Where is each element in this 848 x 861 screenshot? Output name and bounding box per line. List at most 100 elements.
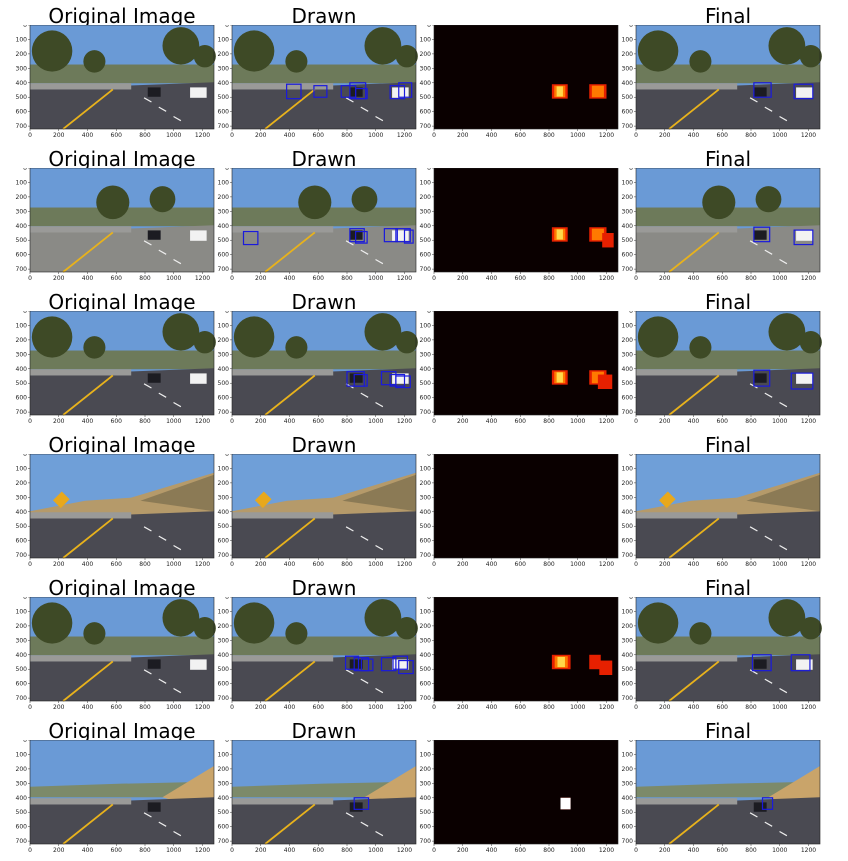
distant-hills bbox=[636, 636, 820, 656]
y-tick-label: 700 bbox=[622, 266, 634, 273]
panel-title: Drawn bbox=[291, 4, 357, 28]
x-tick-label: 1000 bbox=[368, 704, 383, 711]
panel-frame bbox=[433, 740, 619, 845]
plot-area bbox=[232, 168, 416, 273]
x-tick-label: 400 bbox=[82, 275, 94, 282]
x-tick-label: 200 bbox=[53, 847, 65, 854]
tree bbox=[755, 186, 782, 213]
tree bbox=[702, 185, 736, 220]
x-tick-label: 200 bbox=[255, 561, 267, 568]
x-tick-label: 1000 bbox=[368, 418, 383, 425]
x-tick-label: 400 bbox=[284, 132, 296, 139]
x-tick-label: 1200 bbox=[599, 847, 614, 854]
heat-peak bbox=[556, 86, 563, 97]
plot-area bbox=[30, 454, 214, 559]
tree bbox=[364, 27, 402, 65]
road-surface bbox=[636, 225, 820, 272]
y-tick-label: 100 bbox=[622, 322, 634, 329]
y-tick-label: 500 bbox=[16, 380, 28, 387]
x-tick-label: 200 bbox=[457, 704, 469, 711]
barrier bbox=[636, 226, 738, 233]
x-tick-label: 200 bbox=[457, 275, 469, 282]
y-tick-label: 400 bbox=[16, 652, 28, 659]
y-tick-label: 500 bbox=[16, 666, 28, 673]
car-dark bbox=[753, 87, 767, 97]
panel-frame bbox=[29, 168, 215, 273]
y-tick-label: 0 bbox=[629, 168, 633, 172]
y-tick-label: 300 bbox=[218, 351, 230, 358]
x-tick-label: 400 bbox=[284, 847, 296, 854]
detection-box bbox=[355, 230, 368, 244]
lane-line-yellow bbox=[62, 803, 114, 845]
barrier bbox=[232, 798, 334, 805]
y-tick-label: 200 bbox=[218, 194, 230, 201]
tree bbox=[193, 330, 216, 354]
road-surface bbox=[30, 368, 214, 415]
y-tick-label: 100 bbox=[218, 465, 230, 472]
y-tick-label: 200 bbox=[420, 480, 432, 487]
warning-sign bbox=[52, 491, 70, 509]
y-tick-label: 200 bbox=[16, 51, 28, 58]
x-tick-label: 600 bbox=[313, 704, 325, 711]
x-tick-label: 600 bbox=[313, 561, 325, 568]
x-tick-label: 600 bbox=[717, 418, 729, 425]
lane-dash-white bbox=[173, 830, 182, 837]
x-tick-label: 0 bbox=[634, 561, 638, 568]
detection-box bbox=[389, 85, 406, 100]
lane-dash-white bbox=[143, 383, 152, 389]
y-tick-label: 400 bbox=[218, 80, 230, 87]
lane-line-yellow bbox=[62, 374, 114, 416]
x-tick-label: 800 bbox=[745, 132, 757, 139]
lane-line-yellow bbox=[62, 517, 114, 559]
panel-frame bbox=[433, 311, 619, 416]
y-tick-label: 700 bbox=[622, 695, 634, 702]
x-tick-label: 0 bbox=[634, 704, 638, 711]
tree bbox=[298, 185, 332, 220]
lane-dash-white bbox=[173, 401, 182, 408]
detection-box bbox=[395, 228, 411, 243]
y-tick-label: 300 bbox=[16, 208, 28, 215]
y-tick-label: 600 bbox=[420, 109, 432, 116]
tree bbox=[233, 30, 275, 72]
distant-hills bbox=[232, 350, 416, 370]
x-tick-label: 0 bbox=[432, 704, 436, 711]
road-surface bbox=[232, 225, 416, 272]
y-tick-label: 400 bbox=[218, 366, 230, 373]
panel-frame bbox=[433, 25, 619, 130]
final-box bbox=[753, 369, 771, 387]
lane-dash-white bbox=[345, 97, 354, 103]
panel-title: Drawn bbox=[291, 719, 357, 743]
x-tick-label: 600 bbox=[111, 704, 123, 711]
y-tick-label: 600 bbox=[16, 252, 28, 259]
lane-dash-white bbox=[749, 669, 758, 675]
x-tick-label: 200 bbox=[457, 561, 469, 568]
lane-dash-white bbox=[749, 526, 758, 532]
detection-box bbox=[242, 230, 259, 246]
y-tick-label: 500 bbox=[622, 666, 634, 673]
y-tick-label: 0 bbox=[225, 168, 229, 172]
road-surface bbox=[636, 368, 820, 415]
x-tick-label: 400 bbox=[284, 275, 296, 282]
y-tick-label: 100 bbox=[16, 36, 28, 43]
y-tick-label: 400 bbox=[16, 366, 28, 373]
y-tick-label: 300 bbox=[218, 65, 230, 72]
x-tick-label: 800 bbox=[139, 847, 151, 854]
y-tick-label: 400 bbox=[420, 509, 432, 516]
x-tick-label: 400 bbox=[486, 132, 498, 139]
road-surface bbox=[232, 797, 416, 844]
y-tick-label: 500 bbox=[16, 94, 28, 101]
y-tick-label: 700 bbox=[420, 695, 432, 702]
x-tick-label: 0 bbox=[230, 275, 234, 282]
y-tick-label: 700 bbox=[16, 695, 28, 702]
x-tick-label: 400 bbox=[688, 704, 700, 711]
panel-frame bbox=[231, 168, 417, 273]
